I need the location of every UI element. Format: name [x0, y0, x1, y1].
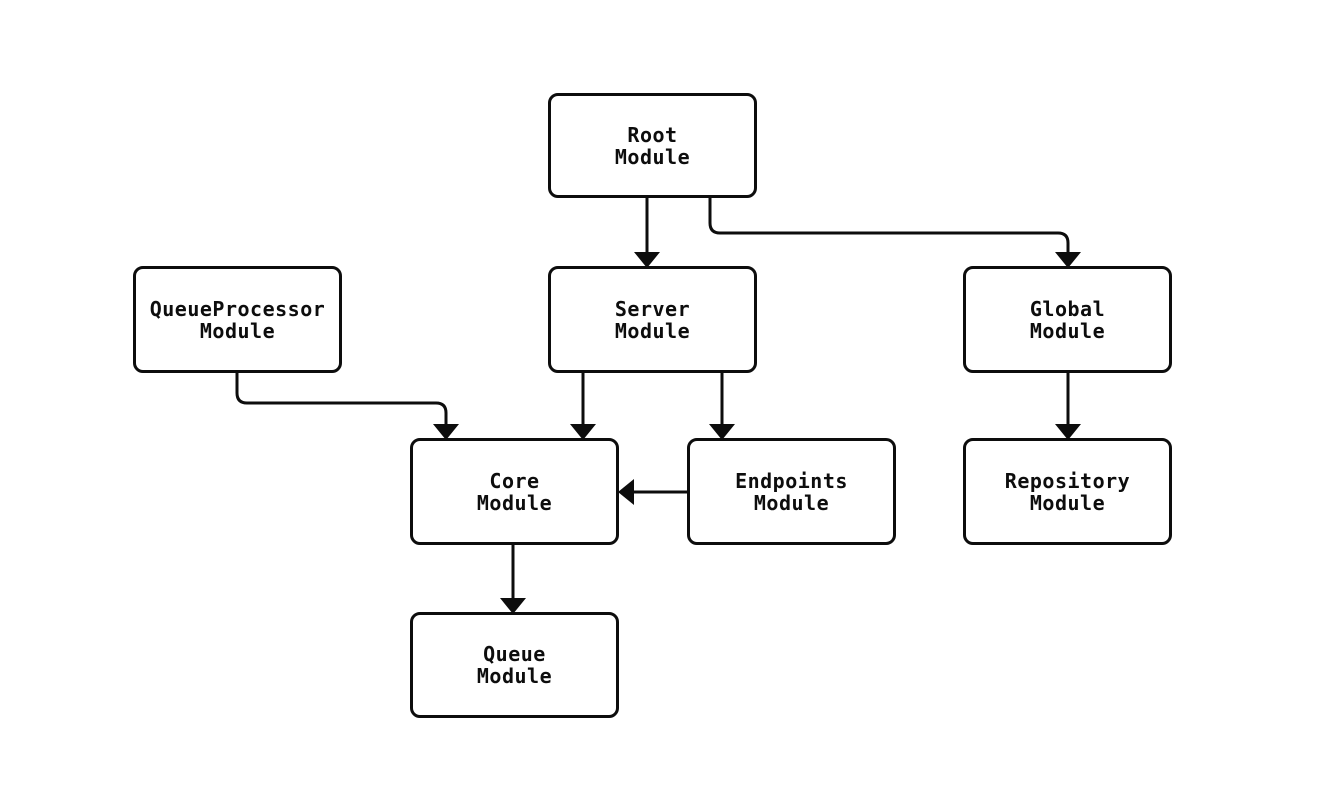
edge-queueprocessor-to-core: [235, 373, 459, 440]
node-label-line: Module: [753, 490, 830, 515]
node-label-line: Module: [199, 318, 276, 343]
node-label-line: Root: [627, 122, 678, 147]
node-label-line: Global: [1029, 296, 1106, 321]
edge-root-to-global: [708, 198, 1081, 268]
edges-group: [235, 198, 1081, 614]
node-label-line: Server: [614, 296, 691, 321]
node-label-line: Module: [614, 318, 691, 343]
node-label-line: Repository: [1004, 468, 1131, 493]
node-label-line: Module: [1029, 318, 1106, 343]
node-label-line: QueueProcessor: [149, 296, 326, 321]
node-label-line: Queue: [483, 642, 546, 666]
node-label-line: Module: [476, 490, 553, 515]
node-label-line: Endpoints: [735, 468, 848, 493]
node-label-line: Module: [476, 664, 553, 688]
node-label-line: Module: [1029, 490, 1106, 515]
node-label-line: Module: [614, 144, 691, 169]
node-label-line: Core: [489, 468, 540, 493]
